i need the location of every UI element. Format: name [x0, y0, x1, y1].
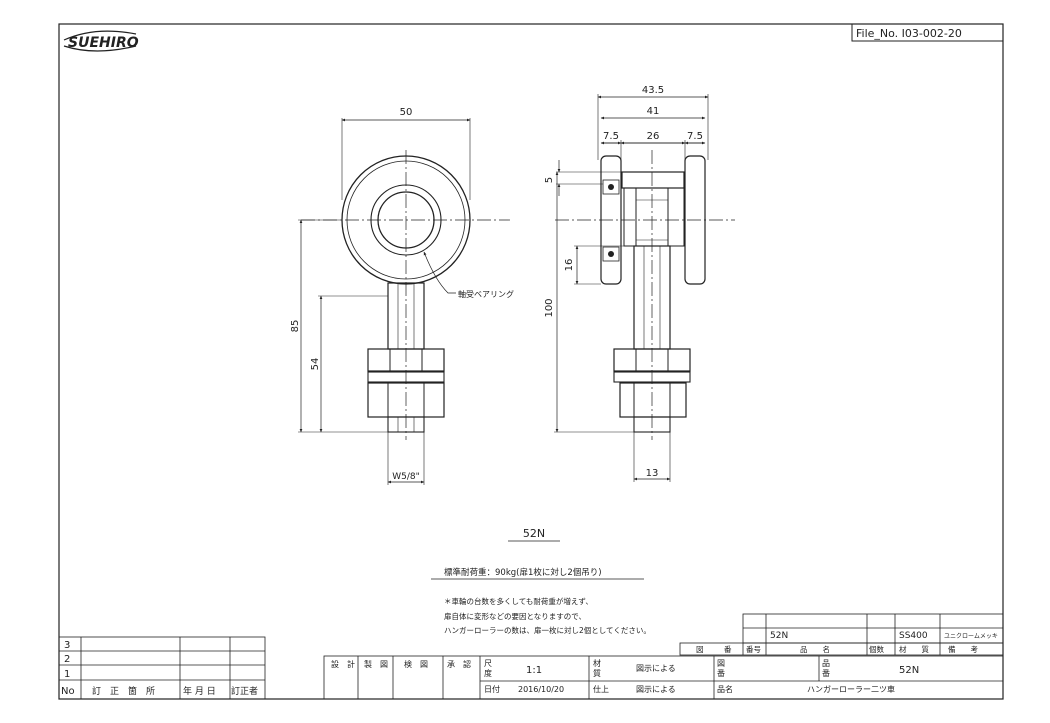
approval-drafting: 製 図	[364, 659, 388, 669]
finish-label: 仕上	[593, 684, 609, 694]
material-label-2: 質	[593, 668, 601, 678]
dim-41-label: 41	[647, 106, 660, 117]
revision-row-3: 3	[64, 640, 70, 651]
revision-header-person: 訂正者	[231, 685, 258, 697]
scale-label-1: 尺	[484, 659, 492, 668]
revision-header-date: 年 月 日	[183, 685, 216, 697]
side-axle-right	[667, 187, 685, 247]
parts-row-material: SS400	[899, 631, 928, 641]
parts-header-qty: 個数	[869, 644, 884, 654]
side-washer	[613, 371, 691, 383]
dim-50-label: 50	[400, 107, 413, 118]
approval-design: 設 計	[331, 659, 355, 669]
scale-label-2: 度	[484, 668, 492, 678]
product-no-value: 52N	[899, 665, 919, 676]
revision-header-place: 訂 正 箇 所	[92, 685, 155, 697]
finish-value: 図示による	[636, 685, 676, 694]
revision-row-2: 2	[64, 654, 70, 665]
revision-row-1: 1	[64, 669, 70, 680]
approval-checking: 検 図	[404, 659, 428, 669]
side-right-wheel	[684, 155, 706, 285]
side-thread-end	[633, 416, 671, 433]
note-line-3: ハンガーローラーの数は、扉一枚に対し2個としてください。	[444, 625, 651, 635]
front-upper-nut	[367, 348, 445, 372]
parts-row-remark: ユニクロームメッキ	[944, 633, 998, 640]
drawing-no-label-1: 図	[717, 659, 725, 668]
dim-16-label: 16	[564, 259, 575, 272]
parts-header-drawing: 図	[696, 645, 704, 654]
parts-header-remark: 備 考	[948, 644, 978, 654]
suehiro-logo: SUEHIRO	[63, 30, 139, 52]
parts-header-material: 材 質	[899, 644, 929, 654]
product-no-label-2: 番	[822, 668, 830, 678]
model-label: 52N	[523, 527, 545, 540]
logo-text: SUEHIRO	[68, 35, 139, 51]
dim-7-5-right-label: 7.5	[687, 131, 703, 142]
dim-54-label: 54	[310, 358, 321, 371]
front-wheel-bearing-inner	[377, 191, 435, 249]
side-axle-left	[623, 187, 637, 247]
material-value: 図示による	[636, 664, 676, 673]
parts-list	[679, 613, 1004, 656]
front-wheel-outer	[341, 155, 471, 285]
note-line-2: 扉自体に変形などの要因となりますので、	[444, 611, 586, 621]
bearing-label: 軸受ベアリング	[458, 289, 514, 299]
dim-5-label: 5	[544, 177, 555, 183]
material-label-1: 材	[593, 658, 601, 668]
side-left-wheel	[600, 155, 622, 285]
revision-header-no: No	[61, 686, 75, 697]
dim-85-label: 85	[290, 320, 301, 333]
product-name-value: ハンガーローラー二ツ車	[807, 684, 895, 694]
dim-thread-label: W5/8"	[392, 472, 420, 482]
date-label: 日付	[484, 684, 500, 694]
file-no-box	[851, 23, 1004, 42]
dim-26-label: 26	[647, 131, 660, 142]
dim-43-5-label: 43.5	[642, 85, 664, 96]
parts-header-name: 品 名	[800, 644, 830, 654]
front-wheel-bearing-outer	[370, 184, 442, 256]
front-thread-end	[387, 416, 425, 433]
file-no: File_No. I03-002-20	[856, 27, 962, 40]
parts-header-seq: 番号	[746, 644, 761, 654]
scale-value: 1:1	[526, 665, 542, 676]
side-top-bracket	[621, 171, 685, 189]
dim-7-5-left-label: 7.5	[603, 131, 619, 142]
side-lower-nut	[619, 382, 687, 418]
parts-header-number: 番	[724, 644, 732, 654]
note-line-1: ＊車輪の台数を多くしても耐荷重が増えず、	[444, 596, 593, 606]
front-wheel-rim	[346, 160, 466, 280]
revision-table	[58, 636, 266, 700]
date-value: 2016/10/20	[518, 685, 564, 694]
side-upper-nut	[613, 348, 691, 372]
bearing-leader	[423, 251, 456, 294]
title-block	[323, 655, 1004, 700]
parts-row-part-no: 52N	[770, 631, 788, 641]
dim-100-label: 100	[544, 298, 555, 317]
front-view: 50 85 54 W5/8" 軸受ベアリング	[290, 107, 514, 485]
approval-approval: 承 認	[447, 659, 471, 669]
dim-13-label: 13	[646, 468, 659, 479]
load-note: 標準耐荷重：90kg(扉1枚に対し2個吊り)	[444, 567, 602, 578]
drawing-no-label-2: 番	[717, 668, 725, 678]
side-view: 43.5 41 7.5 26 7.5 5 16 100 13	[544, 85, 735, 482]
product-name-label: 品名	[717, 684, 733, 694]
product-no-label-1: 品	[822, 659, 830, 668]
front-washer	[367, 371, 445, 383]
